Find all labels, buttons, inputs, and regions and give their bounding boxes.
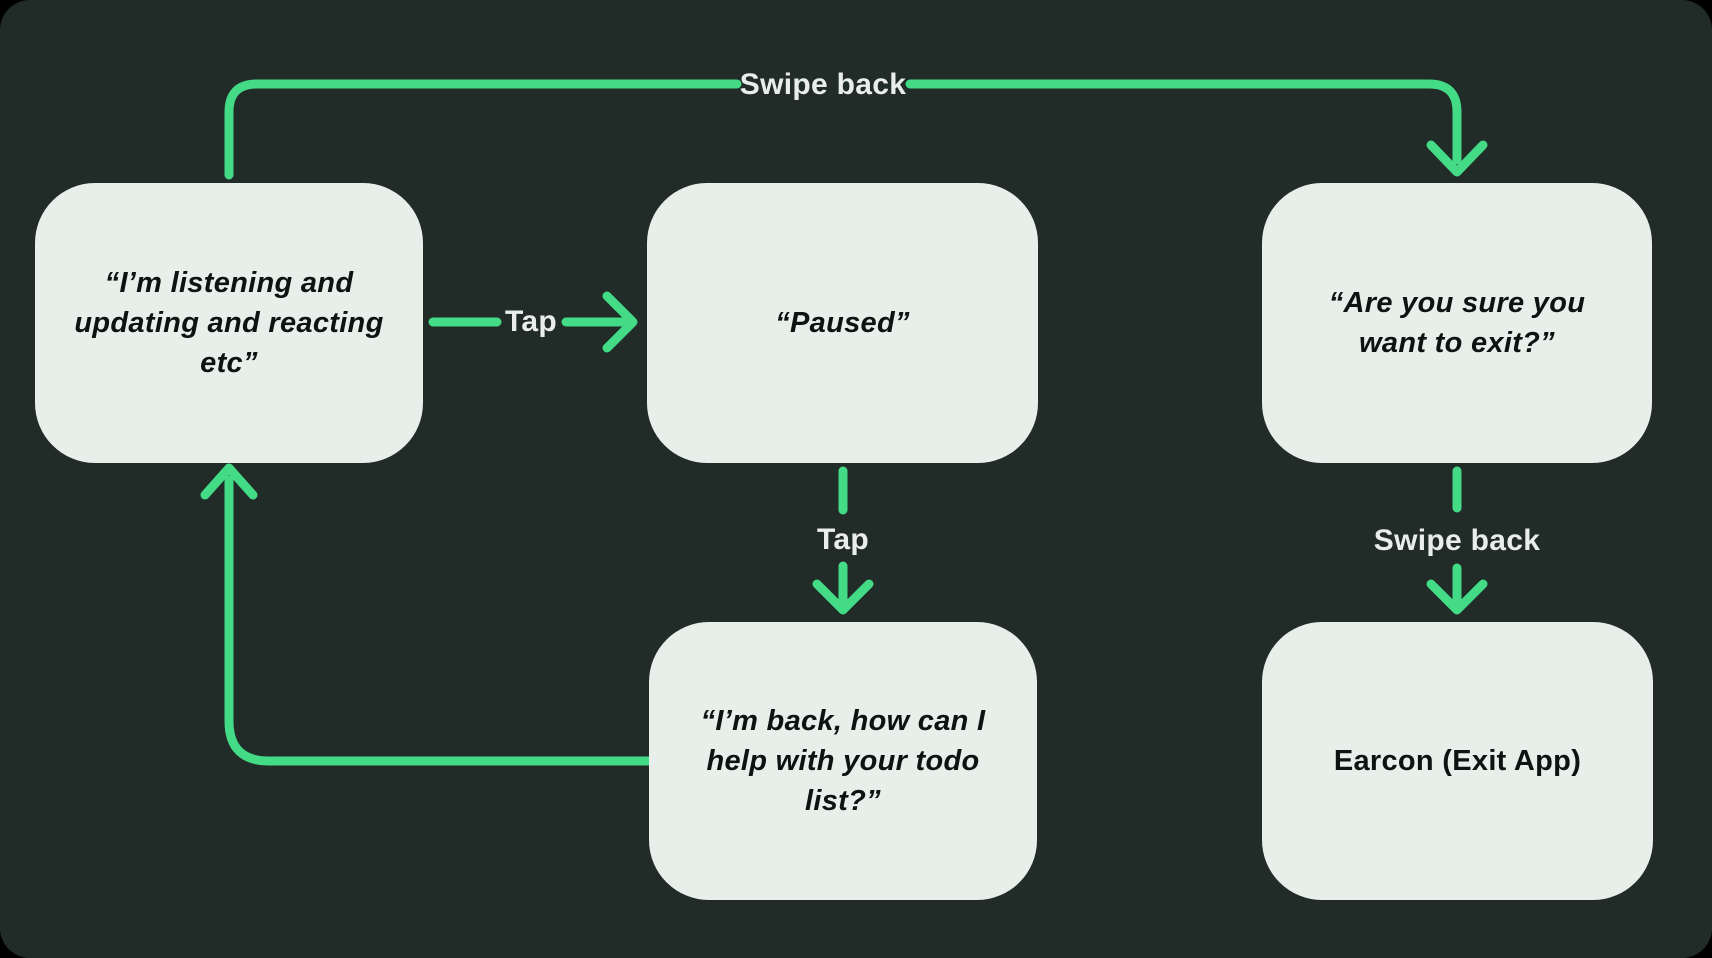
edge-swipe-back-top-line-left (224, 79, 742, 180)
edge-swipe-back-top-arrowhead (1426, 140, 1488, 177)
node-listening: “I’m listening and updating and reacting… (35, 183, 423, 463)
edge-loop-return-line (224, 475, 654, 766)
edge-swipe-back-right-arrowhead (1426, 579, 1488, 615)
node-earcon-label: Earcon (Exit App) (1333, 744, 1582, 777)
node-back: “I’m back, how can I help with your todo… (649, 622, 1037, 900)
node-listening-label: “I’m listening and updating and reacting… (74, 266, 384, 379)
node-confirm-exit: “Are you sure you want to exit?” (1262, 183, 1652, 463)
edge-label-tap-vertical: Tap (816, 523, 870, 556)
edge-loop-return-arrowhead (200, 463, 258, 500)
edge-tap-horizontal-arrowhead (602, 291, 638, 353)
edge-tap-vertical-arrowhead (812, 579, 874, 615)
edge-label-swipe-back-top: Swipe back (739, 68, 907, 101)
edge-label-tap-horizontal: Tap (504, 305, 558, 338)
node-confirm-exit-label: “Are you sure you want to exit?” (1328, 286, 1586, 359)
node-paused-label: “Paused” (775, 306, 910, 339)
edge-swipe-back-top-line-right (905, 79, 1462, 165)
node-earcon: Earcon (Exit App) (1262, 622, 1653, 900)
node-paused: “Paused” (647, 183, 1038, 463)
node-back-label: “I’m back, how can I help with your todo… (700, 704, 986, 817)
edge-label-swipe-back-right: Swipe back (1373, 524, 1541, 557)
